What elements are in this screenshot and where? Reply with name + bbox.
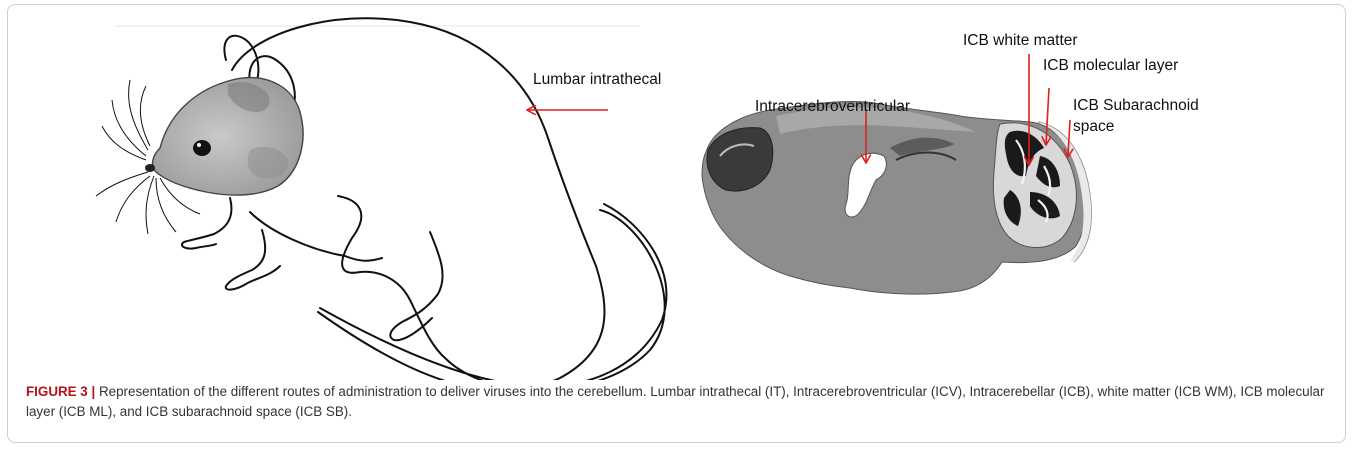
mouse-front-leg-2 <box>226 230 280 290</box>
label-icb-subarachnoid: ICB Subarachnoid <box>1073 97 1199 115</box>
figure-caption: FIGURE 3 | Representation of the differe… <box>26 382 1326 422</box>
mouse-hind-leg <box>390 232 442 340</box>
label-lumbar-intrathecal: Lumbar intrathecal <box>533 71 661 89</box>
label-icb-white-matter: ICB white matter <box>963 32 1078 50</box>
figure-number: FIGURE 3 <box>26 384 88 399</box>
label-icb-molecular-layer: ICB molecular layer <box>1043 57 1178 75</box>
mouse-eye <box>193 140 211 156</box>
label-intracerebroventricular: Intracerebroventricular <box>755 98 910 116</box>
caption-text: Representation of the different routes o… <box>26 384 1324 419</box>
mouse-head-shaded <box>145 78 303 196</box>
mouse-tail <box>318 204 666 380</box>
mouse-ear-back <box>224 36 258 84</box>
brain-section <box>702 102 1091 295</box>
mouse-belly <box>250 212 382 261</box>
label-icb-subarachnoid-space: space <box>1073 118 1114 136</box>
mouse-front-leg-1 <box>182 198 232 249</box>
caption-separator: | <box>92 384 96 399</box>
